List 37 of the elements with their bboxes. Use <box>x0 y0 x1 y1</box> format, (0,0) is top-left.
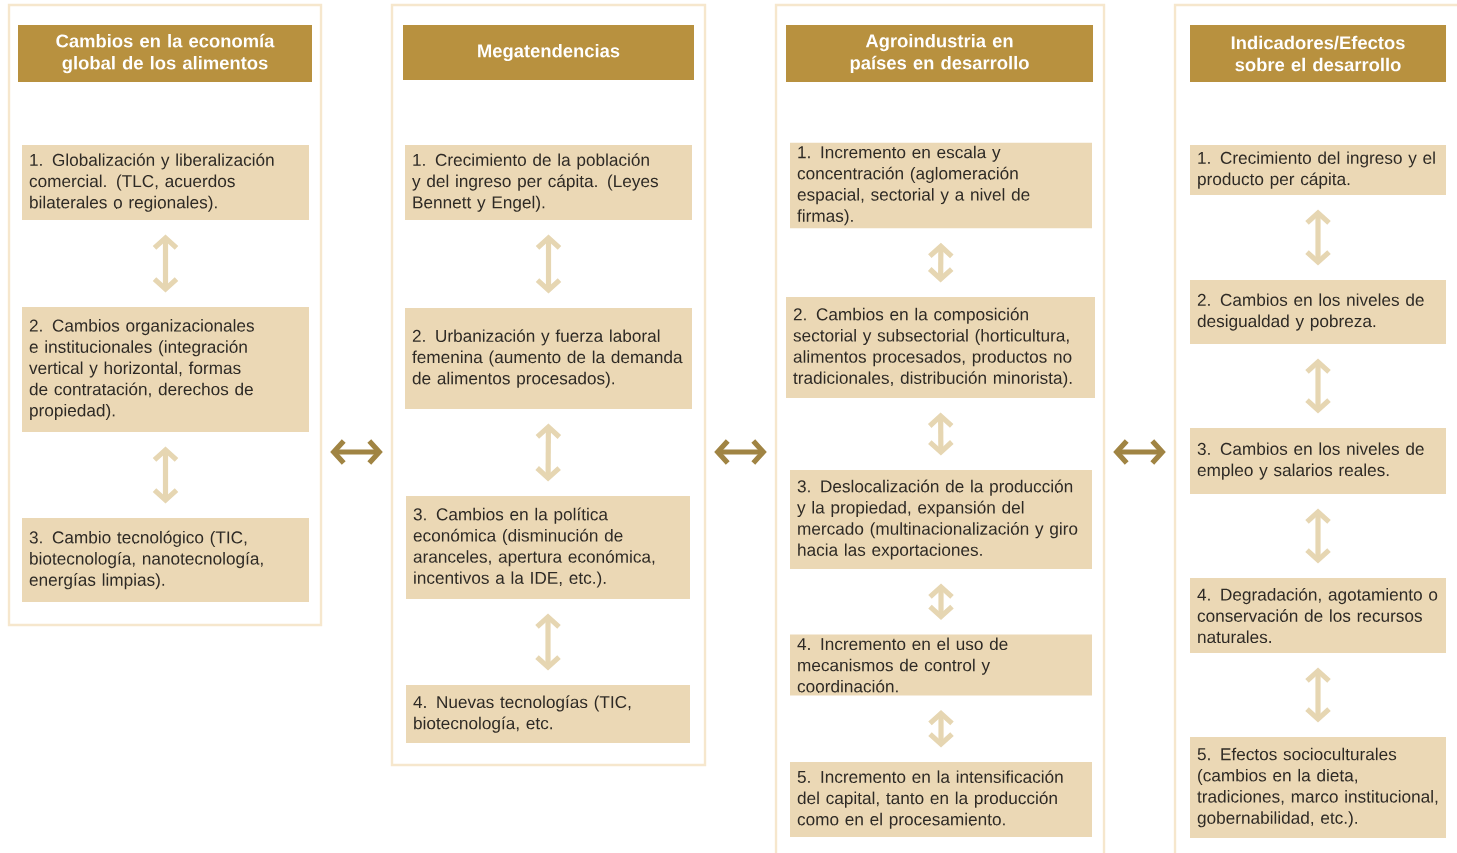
double-arrow <box>152 234 179 293</box>
item-box: 2. Cambios en la composición sectorial y subsectorial (horticultura, alimentos procesados, productos no tradicionales, distribución minorista). <box>786 297 1095 398</box>
double-arrow <box>927 242 954 283</box>
item-box: 1. Globalización y liberalización comercial. (TLC, acuerdos bilaterales o regionales). <box>22 145 309 220</box>
double-arrow <box>714 439 767 465</box>
item-box: 5. Efectos socioculturales (cambios en la dieta, tradiciones, marco institucional, gobernabilidad, etc.). <box>1190 737 1446 838</box>
double-arrow <box>927 412 954 456</box>
item-box: 4. Degradación, agotamiento o conservación de los recursos naturales. <box>1190 578 1446 653</box>
double-arrow <box>928 709 954 748</box>
item-box: 4. Nuevas tecnologías (TIC, biotecnología, etc. <box>406 685 690 743</box>
header-band: Indicadores/Efectos sobre el desarrollo <box>1190 25 1446 82</box>
double-arrow <box>1305 209 1331 266</box>
item-box: 2. Cambios en los niveles de desigualdad y pobreza. <box>1190 280 1446 344</box>
item-box: 3. Cambio tecnológico (TIC, biotecnología, nanotecnología, energías limpias). <box>22 518 309 602</box>
double-arrow <box>535 234 562 294</box>
double-arrow <box>1305 667 1331 723</box>
item-box: 1. Crecimiento del ingreso y el producto per cápita. <box>1190 145 1446 195</box>
item-box: 3. Deslocalización de la producción y la propiedad, expansión del mercado (multinacionalización y giro hacia las exportaciones. <box>790 470 1092 569</box>
item-box: 2. Urbanización y fuerza laboral femenina (aumento de la demanda de alimentos procesados). <box>405 308 692 409</box>
header-band: Agroindustria en países en desarrollo <box>786 25 1093 82</box>
item-box: 3. Cambios en la política económica (disminución de aranceles, apertura económica, incentivos a la IDE, etc.). <box>406 496 690 599</box>
item-box: 5. Incremento en la intensificación del capital, tanto en la producción como en el procesamiento. <box>790 762 1092 837</box>
double-arrow <box>152 446 179 504</box>
double-arrow <box>330 439 383 465</box>
double-arrow <box>535 613 561 671</box>
item-box: 2. Cambios organizacionales e institucionales (integración vertical y horizontal, formas de contratación, derechos de propiedad). <box>22 307 309 432</box>
double-arrow <box>535 423 562 482</box>
double-arrow <box>1113 439 1166 465</box>
item-box: 1. Incremento en escala y concentración (aglomeración espacial, sectorial y a nivel de firmas). <box>790 142 1092 229</box>
header-band: Megatendencias <box>403 25 694 80</box>
double-arrow <box>1305 508 1331 564</box>
double-arrow <box>928 583 954 621</box>
header-band: Cambios en la economía global de los alimentos <box>18 25 312 82</box>
item-box: 4. Incremento en el uso de mecanismos de control y coordinación. <box>790 634 1092 696</box>
item-box: 3. Cambios en los niveles de empleo y salarios reales. <box>1190 428 1446 494</box>
item-box: 1. Crecimiento de la población y del ingreso per cápita. (Leyes Bennett y Engel). <box>405 145 692 220</box>
double-arrow <box>1305 358 1331 414</box>
